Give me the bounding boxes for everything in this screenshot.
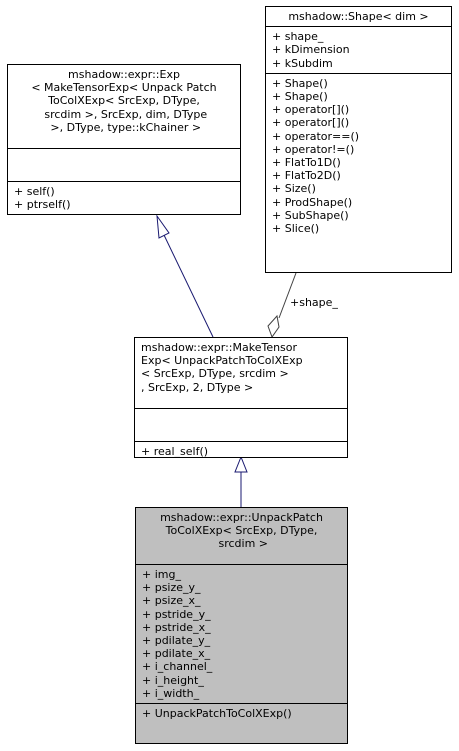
method-item: + FlatTo1D() [272, 156, 341, 170]
methods-section-exp: + self() + ptrself() [8, 181, 240, 214]
composition-edge-shape [278, 272, 297, 319]
method-item: + FlatTo2D() [272, 169, 341, 183]
attribute-item: + pstride_y_ [142, 607, 211, 621]
method-item: + Size() [272, 182, 316, 196]
title-line: mshadow::expr::Exp [68, 68, 180, 81]
method-item: + Slice() [272, 222, 320, 236]
attribute-item: + pdilate_y_ [142, 634, 211, 648]
title-line: ToColXExp< SrcExp, DType, [48, 94, 200, 108]
title-line: Exp< UnpackPatchToColXExp [141, 354, 303, 368]
attribute-item: + kSubdim [272, 56, 333, 70]
attribute-item: + pdilate_x_ [142, 647, 211, 661]
attributes-section-shape: + shape_ + kDimension + kSubdim [266, 26, 451, 73]
title-line: mshadow::Shape< dim > [288, 10, 429, 23]
method-item: + UnpackPatchToColXExp() [142, 707, 292, 721]
method-item: + operator==() [272, 129, 360, 143]
composition-diamond [267, 314, 280, 339]
class-box-unpack[interactable]: mshadow::expr::UnpackPatch ToColXExp< Sr… [135, 507, 348, 744]
title-line: mshadow::expr::UnpackPatch [160, 511, 323, 524]
method-item: + operator!=() [272, 142, 355, 156]
method-item: + SubShape() [272, 208, 349, 222]
method-item: + ProdShape() [272, 195, 353, 209]
method-item: + self() [14, 185, 55, 198]
class-title-make-tensor: mshadow::expr::MakeTensor Exp< UnpackPat… [135, 338, 347, 408]
attribute-item: + pstride_x_ [142, 620, 211, 634]
attribute-item: + img_ [142, 568, 181, 581]
attributes-section-make-tensor [135, 408, 347, 441]
inheritance-arrowhead-exp [156, 214, 170, 239]
title-line: < SrcExp, DType, srcdim > [141, 367, 289, 381]
class-title-shape: mshadow::Shape< dim > [266, 7, 451, 26]
class-box-make-tensor[interactable]: mshadow::expr::MakeTensor Exp< UnpackPat… [134, 337, 348, 458]
method-item: + operator[]() [272, 116, 350, 130]
inheritance-edge-exp [163, 234, 214, 338]
title-line: >, DType, type::kChainer > [46, 120, 202, 134]
title-line: mshadow::expr::MakeTensor [141, 341, 298, 354]
attribute-item: + psize_y_ [142, 581, 201, 595]
method-item: + Shape() [272, 76, 328, 90]
attributes-section-exp [8, 148, 240, 181]
attribute-item: + i_width_ [142, 686, 200, 700]
edge-label-shape: +shape_ [290, 296, 338, 309]
method-item: + Shape() [272, 90, 328, 104]
method-item: + operator[]() [272, 103, 350, 117]
method-item: + real_self() [141, 445, 209, 458]
attribute-item: + kDimension [272, 43, 350, 57]
title-line: srcdim > [214, 537, 269, 551]
inheritance-arrowhead-make-tensor [234, 455, 248, 473]
title-line: ToColXExp< SrcExp, DType, [165, 524, 318, 538]
title-line: < MakeTensorExp< Unpack Patch [31, 81, 217, 95]
title-line: , SrcExp, 2, DType > [141, 380, 254, 394]
attribute-item: + shape_ [272, 30, 324, 44]
attributes-section-unpack: + img_ + psize_y_ + psize_x_ + pstride_y… [136, 564, 347, 703]
methods-section-shape: + Shape() + Shape() + operator[]() + ope… [266, 72, 451, 238]
method-item: + ptrself() [14, 198, 71, 212]
attribute-item: + psize_x_ [142, 594, 201, 608]
class-title-exp: mshadow::expr::Exp < MakeTensorExp< Unpa… [8, 65, 240, 148]
methods-section-unpack: + UnpackPatchToColXExp() [136, 703, 347, 723]
class-box-exp[interactable]: mshadow::expr::Exp < MakeTensorExp< Unpa… [7, 64, 241, 215]
attribute-item: + i_channel_ [142, 660, 213, 674]
class-box-shape[interactable]: mshadow::Shape< dim > + shape_ + kDimens… [265, 6, 452, 273]
methods-section-make-tensor: + real_self() [135, 441, 347, 461]
title-line: srcdim >, SrcExp, dim, DType [40, 107, 208, 121]
attribute-item: + i_height_ [142, 673, 204, 687]
class-title-unpack: mshadow::expr::UnpackPatch ToColXExp< Sr… [136, 508, 347, 564]
